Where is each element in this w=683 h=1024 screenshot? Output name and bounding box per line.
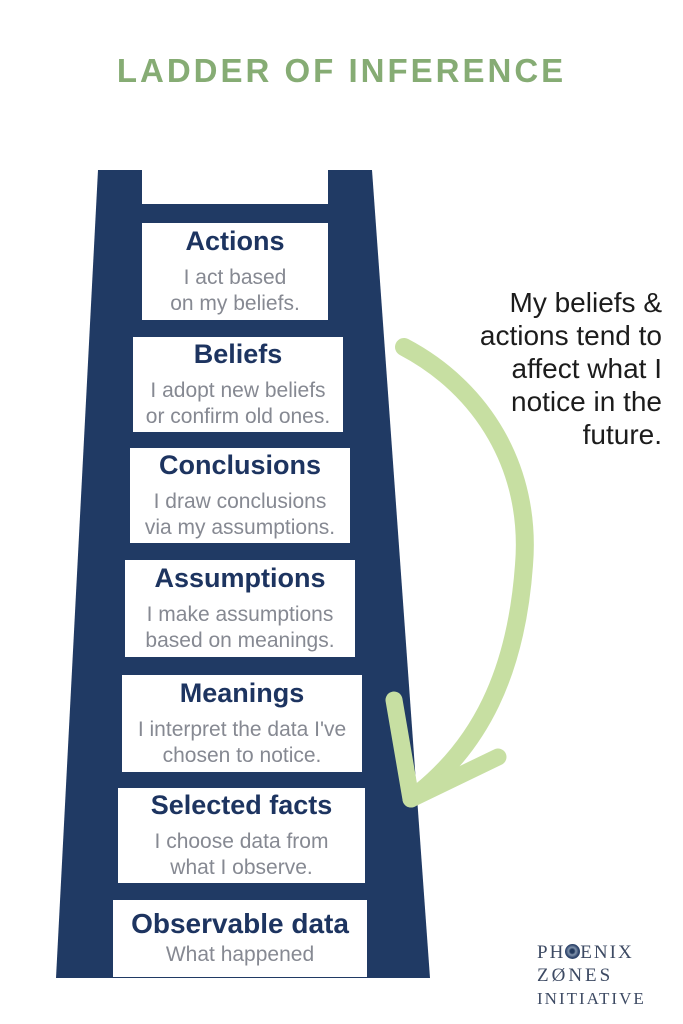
ladder-rung-beliefs: Beliefs I adopt new beliefs or confirm o… — [133, 337, 343, 432]
rung-title: Actions — [185, 226, 285, 256]
annotation-text: My beliefs & actions tend to affect what… — [479, 287, 662, 450]
logo-line-initiative: INITIATIVE — [537, 989, 646, 1008]
logo-line-phoenix: PH ENIX — [537, 941, 683, 964]
rung-title: Conclusions — [158, 450, 321, 480]
rung-title: Observable data — [131, 908, 349, 939]
ladder-top-gap — [142, 170, 328, 204]
rung-title: Selected facts — [150, 790, 333, 820]
logo-phoenix-pre: PH — [537, 942, 566, 963]
ladder-rung-meanings: Meanings I interpret the data I've chose… — [122, 675, 362, 772]
rung-subtitle: I draw conclusions via my assumptions. — [144, 490, 336, 539]
logo-line-zones: ZØNES — [537, 965, 614, 986]
rung-title: Beliefs — [193, 339, 283, 369]
rung-subtitle: I interpret the data I've chosen to noti… — [137, 718, 347, 767]
rung-subtitle: I adopt new beliefs or confirm old ones. — [145, 379, 331, 428]
logo-phoenix-post: ENIX — [580, 942, 634, 963]
ladder-rung-conclusions: Conclusions I draw conclusions via my as… — [130, 448, 350, 543]
page-title: LADDER OF INFERENCE — [116, 52, 567, 89]
ladder-rung-observable-data: Observable data What happened — [113, 900, 367, 977]
ladder-rung-actions: Actions I act based on my beliefs. — [142, 223, 328, 320]
rung-subtitle: I make assumptions based on meanings. — [145, 603, 335, 652]
ladder-rung-assumptions: Assumptions I make assumptions based on … — [125, 560, 355, 657]
ladder-rung-selected-facts: Selected facts I choose data from what I… — [118, 788, 365, 883]
phoenix-zones-initiative-logo: PH ENIX ZØNES INITIATIVE — [537, 941, 683, 1010]
rung-subtitle: I choose data from what I observe. — [154, 830, 329, 879]
rung-title: Meanings — [179, 678, 305, 708]
rung-subtitle: What happened — [165, 943, 315, 966]
rung-title: Assumptions — [154, 563, 326, 593]
ladder-graphic: Actions I act based on my beliefs. Belie… — [56, 170, 430, 978]
phoenix-eye-icon — [565, 944, 581, 959]
rung-subtitle: I act based on my beliefs. — [170, 266, 300, 315]
